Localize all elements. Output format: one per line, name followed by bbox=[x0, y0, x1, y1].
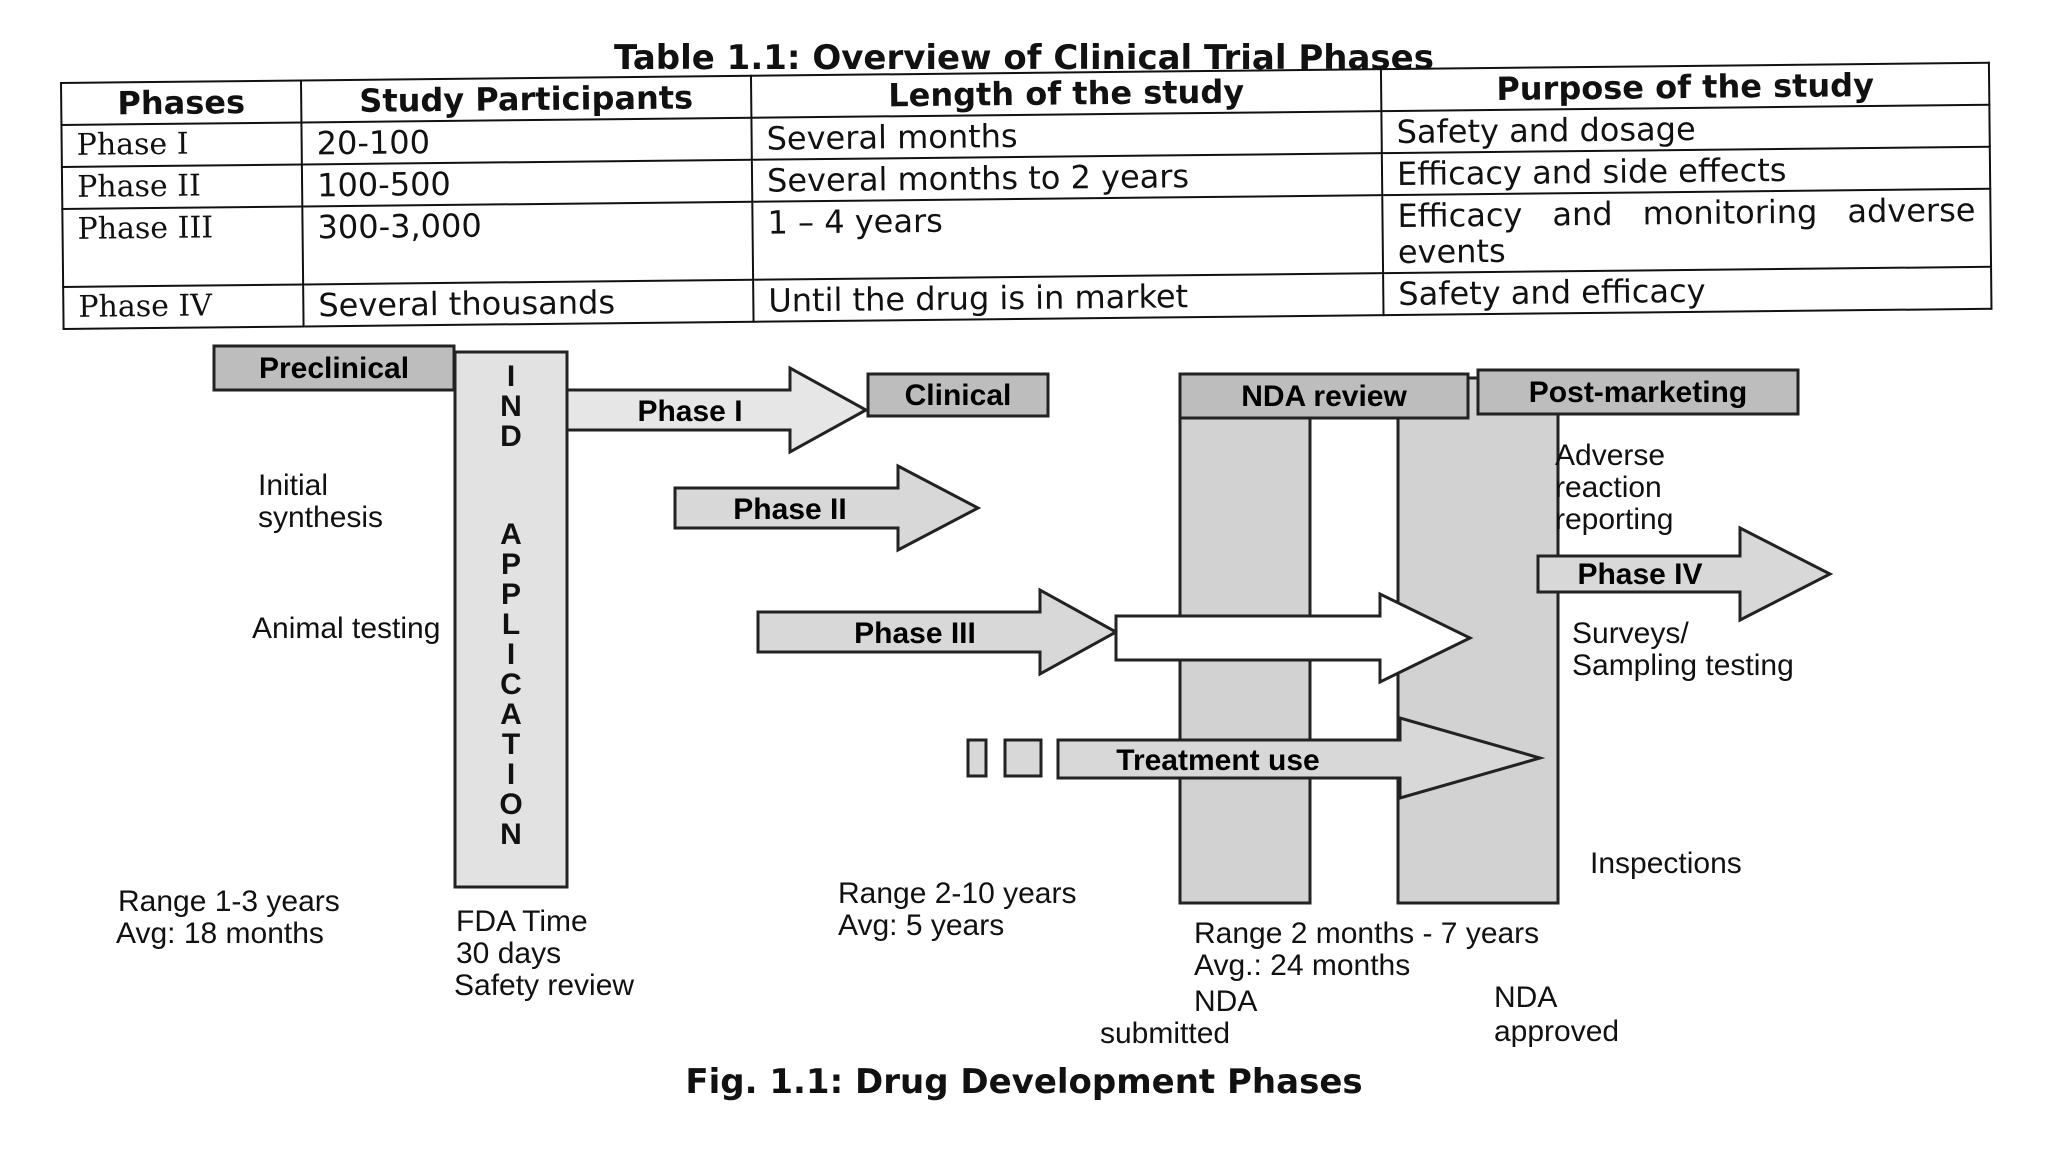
phase3-arrow: Phase III bbox=[756, 587, 1120, 677]
preclinical-label: Preclinical bbox=[259, 352, 409, 385]
phase2-arrow: Phase II bbox=[673, 463, 982, 553]
fda-time-label: FDA Time bbox=[456, 905, 588, 938]
clinical-stage-box: Clinical bbox=[866, 372, 1050, 418]
phase4-arrow: Phase IV bbox=[1536, 525, 1834, 623]
treatment-use-label: Treatment use bbox=[1116, 744, 1319, 777]
nda-review-label: NDA review bbox=[1241, 380, 1407, 413]
nda-range: Range 2 months - 7 years bbox=[1194, 917, 1540, 950]
figure-caption: Fig. 1.1: Drug Development Phases bbox=[685, 1062, 1363, 1102]
clinical-label: Clinical bbox=[905, 379, 1012, 412]
preclinical-avg: Avg: 18 months bbox=[116, 917, 324, 950]
nda-submitted-2: submitted bbox=[1100, 1017, 1231, 1050]
preclinical-range: Range 1-3 years bbox=[118, 885, 340, 918]
treatment-mark-2 bbox=[1003, 738, 1043, 778]
clinical-avg: Avg: 5 years bbox=[838, 909, 1005, 942]
phase4-arrow-label: Phase IV bbox=[1577, 558, 1702, 591]
fda-days-label: 30 days bbox=[456, 937, 562, 970]
treatment-mark-1 bbox=[966, 738, 988, 778]
note-initial-synthesis: Initial synthesis bbox=[258, 469, 384, 534]
nda-review-stage-box: NDA review bbox=[1178, 372, 1470, 420]
phase1-arrow-label: Phase I bbox=[637, 395, 742, 428]
preclinical-stage-box: Preclinical bbox=[212, 344, 456, 392]
note-adverse-reaction: Adverse reaction reporting bbox=[1555, 439, 1674, 536]
nda-approved-1: NDA bbox=[1494, 981, 1558, 1014]
nda-approved-2: approved bbox=[1494, 1015, 1620, 1048]
fda-safety-review-label: Safety review bbox=[454, 969, 635, 1002]
phase3-arrow-label: Phase III bbox=[854, 617, 976, 650]
post-marketing-stage-box: Post-marketing bbox=[1476, 368, 1800, 416]
note-animal-testing: Animal testing bbox=[252, 612, 441, 645]
note-surveys-sampling: Surveys/ Sampling testing bbox=[1572, 617, 1794, 682]
phase1-arrow: Phase I bbox=[565, 365, 870, 455]
phase2-arrow-label: Phase II bbox=[733, 493, 846, 526]
nda-avg: Avg.: 24 months bbox=[1194, 949, 1411, 982]
nda-continuation-arrow bbox=[1114, 591, 1474, 685]
table-caption: Table 1.1: Overview of Clinical Trial Ph… bbox=[614, 38, 1434, 78]
post-marketing-label: Post-marketing bbox=[1529, 376, 1747, 409]
treatment-use-arrow: Treatment use bbox=[1056, 716, 1546, 800]
nda-submitted-1: NDA bbox=[1194, 985, 1258, 1018]
clinical-range: Range 2-10 years bbox=[838, 877, 1077, 910]
ind-application-column bbox=[453, 350, 569, 889]
note-inspections: Inspections bbox=[1590, 847, 1742, 880]
